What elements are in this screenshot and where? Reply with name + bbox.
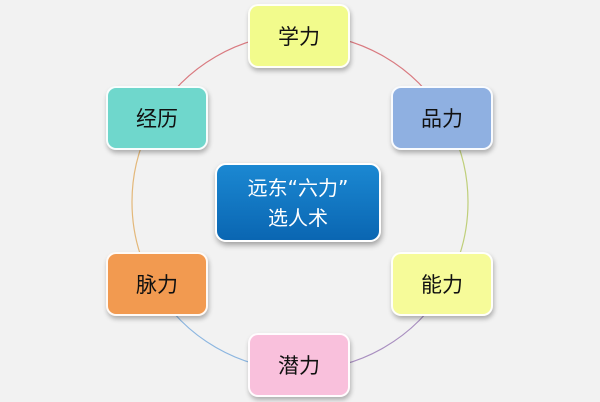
node-xueli-label: 学力 xyxy=(278,25,320,49)
center-title-line1: 远东“六力” xyxy=(247,175,349,200)
node-qianli-label: 潜力 xyxy=(278,354,320,378)
node-nengli-label: 能力 xyxy=(421,273,463,297)
node-pinli-label: 品力 xyxy=(421,107,463,131)
node-maili-label: 脉力 xyxy=(136,273,178,297)
center-title-line2: 选人术 xyxy=(268,205,328,230)
node-xueli: 学力 xyxy=(248,4,350,68)
node-jingli: 经历 xyxy=(106,86,208,150)
center-title-box: 远东“六力” 选人术 xyxy=(215,163,381,242)
node-pinli: 品力 xyxy=(391,86,493,150)
node-jingli-label: 经历 xyxy=(136,107,178,131)
node-maili: 脉力 xyxy=(106,252,208,316)
node-nengli: 能力 xyxy=(391,252,493,316)
node-qianli: 潜力 xyxy=(248,333,350,397)
